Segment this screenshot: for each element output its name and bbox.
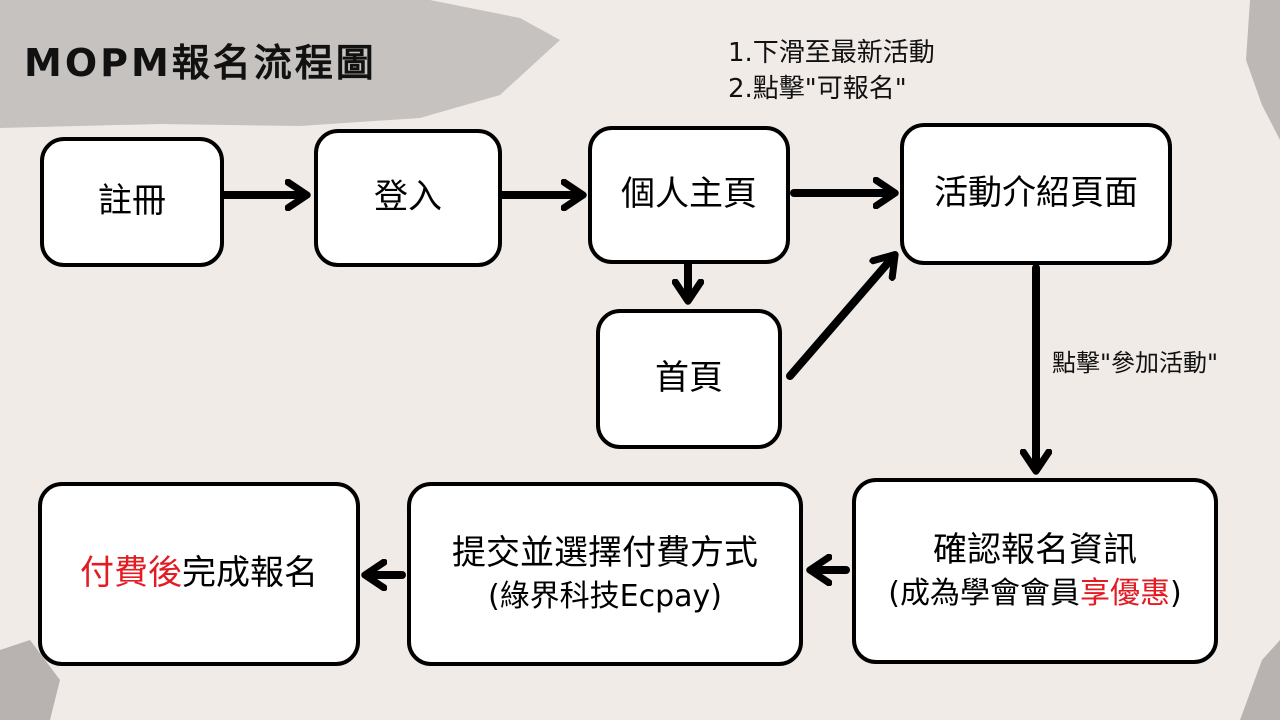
node-payment: 提交並選擇付費方式 (綠界科技Ecpay)	[407, 482, 803, 666]
node-activity-page: 活動介紹頁面	[900, 123, 1172, 265]
confirm-sub-post: )	[1170, 575, 1182, 611]
complete-after-payment: 付費後	[80, 553, 182, 594]
join-activity-note: 點擊"參加活動"	[1052, 349, 1219, 377]
node-payment-sub: (綠界科技Ecpay)	[487, 578, 723, 614]
confirm-sub-pre: (成為學會會員	[888, 575, 1080, 611]
node-confirm-info-label: 確認報名資訊	[933, 529, 1137, 570]
node-register-label: 註冊	[98, 181, 166, 222]
node-register: 註冊	[40, 137, 224, 267]
confirm-sub-discount: 享優惠	[1080, 575, 1170, 611]
home-instruction-line-2: 2.點擊"可報名"	[728, 74, 907, 104]
node-profile-label: 個人主頁	[621, 174, 757, 215]
node-login: 登入	[314, 129, 502, 267]
node-complete-label: 付費後完成報名	[80, 551, 318, 597]
page-title: MOPM報名流程圖	[24, 41, 377, 85]
node-payment-label: 提交並選擇付費方式	[452, 532, 758, 573]
node-confirm-info: 確認報名資訊 (成為學會會員享優惠)	[852, 478, 1218, 664]
home-instruction-line-1: 1.下滑至最新活動	[728, 38, 935, 68]
node-complete: 付費後完成報名	[38, 482, 360, 666]
arrow-home-activity	[786, 257, 893, 380]
node-home-label: 首頁	[655, 358, 723, 399]
node-activity-page-label: 活動介紹頁面	[934, 173, 1138, 214]
home-instruction-note: 1.下滑至最新活動 2.點擊"可報名"	[728, 35, 935, 107]
node-confirm-info-sub: (成為學會會員享優惠)	[888, 574, 1181, 615]
node-login-label: 登入	[374, 177, 442, 218]
node-profile: 個人主頁	[588, 126, 790, 264]
node-home: 首頁	[596, 309, 782, 449]
complete-registration: 完成報名	[182, 553, 318, 594]
